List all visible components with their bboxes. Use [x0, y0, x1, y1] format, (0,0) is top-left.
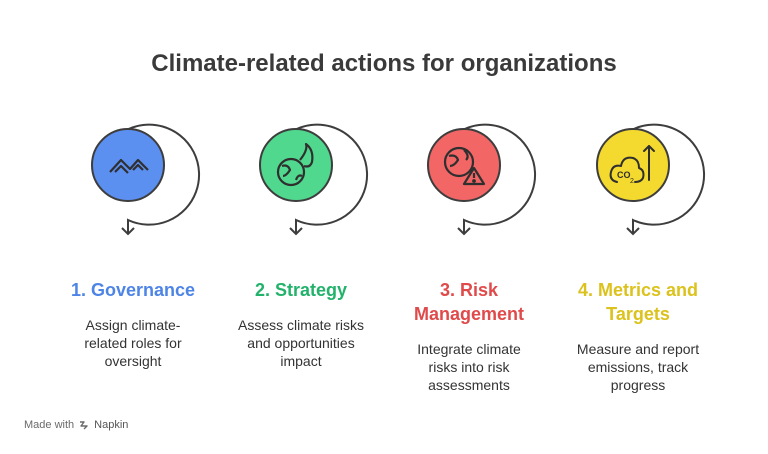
globe-warning-icon: [443, 146, 486, 186]
globe-fire-icon: [276, 142, 314, 187]
step-ring: [91, 123, 201, 236]
step-heading: 3. Risk Management: [413, 280, 525, 324]
step-heading: 2. Strategy: [254, 280, 348, 300]
step-description: Measure and report emissions, track prog…: [576, 341, 700, 393]
step-ring: [427, 123, 537, 236]
napkin-logo-icon: [80, 421, 88, 430]
step-description: Assign climate-related roles for oversig…: [84, 317, 182, 369]
step-description: Assess climate risks and opportunities i…: [237, 317, 365, 369]
step-ring: [259, 123, 369, 236]
mountain-icon: [109, 158, 149, 174]
svg-text:CO: CO: [617, 170, 631, 180]
svg-text:2: 2: [630, 178, 634, 185]
footer: Made with Napkin: [24, 419, 128, 431]
brand-label[interactable]: Napkin: [94, 419, 129, 431]
step-heading: 1. Governance: [70, 280, 196, 300]
step-description: Integrate climate risks into risk assess…: [417, 341, 521, 393]
step-heading: 4. Metrics and Targets: [577, 280, 699, 324]
made-with-label: Made with: [24, 419, 75, 431]
step-ring: CO 2: [596, 123, 706, 236]
co2-arrow-icon: CO 2: [609, 145, 655, 185]
page-title: Climate-related actions for organization…: [151, 50, 617, 77]
